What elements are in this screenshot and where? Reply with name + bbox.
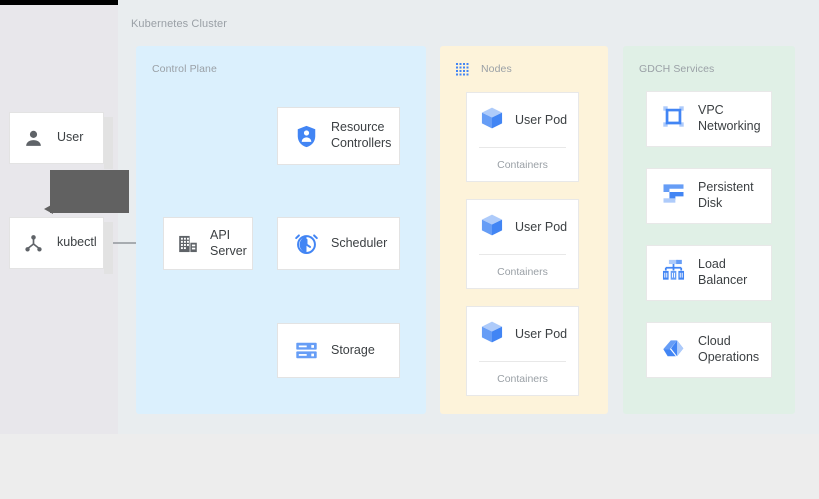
card-label-cloud-operations: Cloud Operations — [698, 334, 760, 364]
cube-icon — [479, 212, 505, 243]
overlay-panel-pointer — [44, 204, 53, 214]
persistent-disk-icon — [661, 181, 686, 211]
card-label-user-pod: User Pod — [515, 327, 568, 341]
bottom-background-pane — [0, 434, 819, 499]
pod-divider — [479, 254, 566, 255]
card-kubectl[interactable]: kubectl — [9, 217, 104, 269]
user-pod-header: User Pod — [467, 200, 578, 254]
card-persistent-disk[interactable]: Persistent Disk — [646, 168, 772, 224]
alarm-clock-icon — [294, 231, 319, 256]
person-icon — [23, 128, 44, 149]
card-user-pod[interactable]: User Pod Containers — [466, 92, 579, 182]
card-label-storage: Storage — [331, 342, 375, 357]
kubectl-card-shadow — [104, 222, 113, 274]
card-user[interactable]: User — [9, 112, 104, 164]
pod-containers-label: Containers — [497, 373, 548, 385]
card-label-vpc-networking: VPC Networking — [698, 103, 761, 133]
card-resource-controllers[interactable]: Resource Controllers — [277, 107, 400, 165]
server-rack-icon — [294, 338, 319, 363]
pod-containers-label: Containers — [497, 266, 548, 278]
cube-icon — [479, 105, 505, 136]
card-user-pod[interactable]: User Pod Containers — [466, 306, 579, 396]
card-scheduler[interactable]: Scheduler — [277, 217, 400, 270]
card-user-pod[interactable]: User Pod Containers — [466, 199, 579, 289]
overlay-panel — [50, 170, 129, 213]
load-balancer-icon — [661, 258, 686, 288]
shield-person-icon — [294, 124, 319, 149]
card-label-kubectl: kubectl — [57, 235, 97, 250]
pod-divider — [479, 361, 566, 362]
building-server-icon — [177, 233, 199, 255]
vpc-network-icon — [661, 104, 686, 134]
card-label-persistent-disk: Persistent Disk — [698, 180, 754, 210]
group-title-gdch: GDCH Services — [639, 63, 715, 75]
card-api-server[interactable]: API Server — [163, 217, 253, 270]
group-title-nodes: Nodes — [481, 63, 512, 75]
card-label-resource-controllers: Resource Controllers — [331, 120, 392, 150]
kubectl-node-icon — [23, 233, 44, 254]
card-storage[interactable]: Storage — [277, 323, 400, 378]
cloud-operations-icon — [661, 335, 686, 365]
card-label-load-balancer: Load Balancer — [698, 257, 748, 287]
cube-icon — [479, 319, 505, 350]
card-load-balancer[interactable]: Load Balancer — [646, 245, 772, 301]
group-title-control-plane: Control Plane — [152, 63, 217, 75]
card-cloud-operations[interactable]: Cloud Operations — [646, 322, 772, 378]
user-pod-header: User Pod — [467, 307, 578, 361]
card-label-user-pod: User Pod — [515, 113, 568, 127]
dotted-grid-icon — [456, 63, 469, 76]
card-label-scheduler: Scheduler — [331, 235, 388, 250]
top-black-bar — [0, 0, 118, 5]
card-label-user: User — [57, 130, 84, 145]
user-pod-header: User Pod — [467, 93, 578, 147]
card-label-api-server: API Server — [210, 227, 247, 258]
pod-divider — [479, 147, 566, 148]
cluster-label: Kubernetes Cluster — [131, 18, 227, 30]
card-vpc-networking[interactable]: VPC Networking — [646, 91, 772, 147]
pod-containers-label: Containers — [497, 159, 548, 171]
user-card-shadow — [104, 117, 113, 169]
card-label-user-pod: User Pod — [515, 220, 568, 234]
